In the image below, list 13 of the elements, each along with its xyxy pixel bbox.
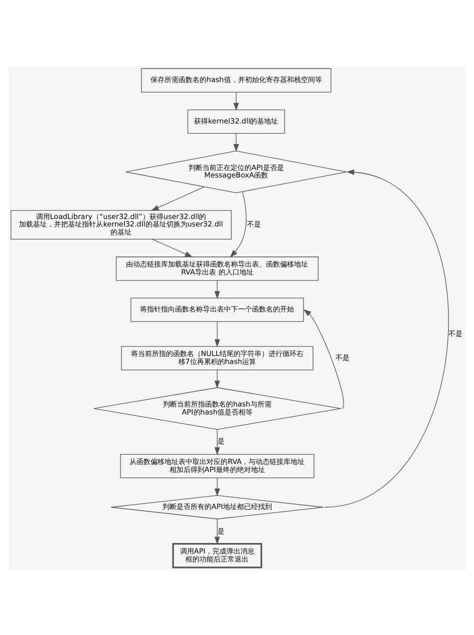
- arrow: [233, 92, 239, 110]
- arrow: [324, 168, 448, 508]
- arrow: [214, 428, 220, 455]
- arrow: [214, 518, 220, 544]
- arrow: [303, 308, 344, 408]
- arrow: [230, 191, 246, 257]
- arrow: [214, 320, 220, 347]
- arrow: [152, 238, 193, 257]
- arrow: [214, 369, 220, 388]
- arrow: [214, 280, 220, 298]
- arrow: [233, 132, 239, 152]
- arrow: [150, 186, 204, 210]
- arrow: [214, 477, 220, 496]
